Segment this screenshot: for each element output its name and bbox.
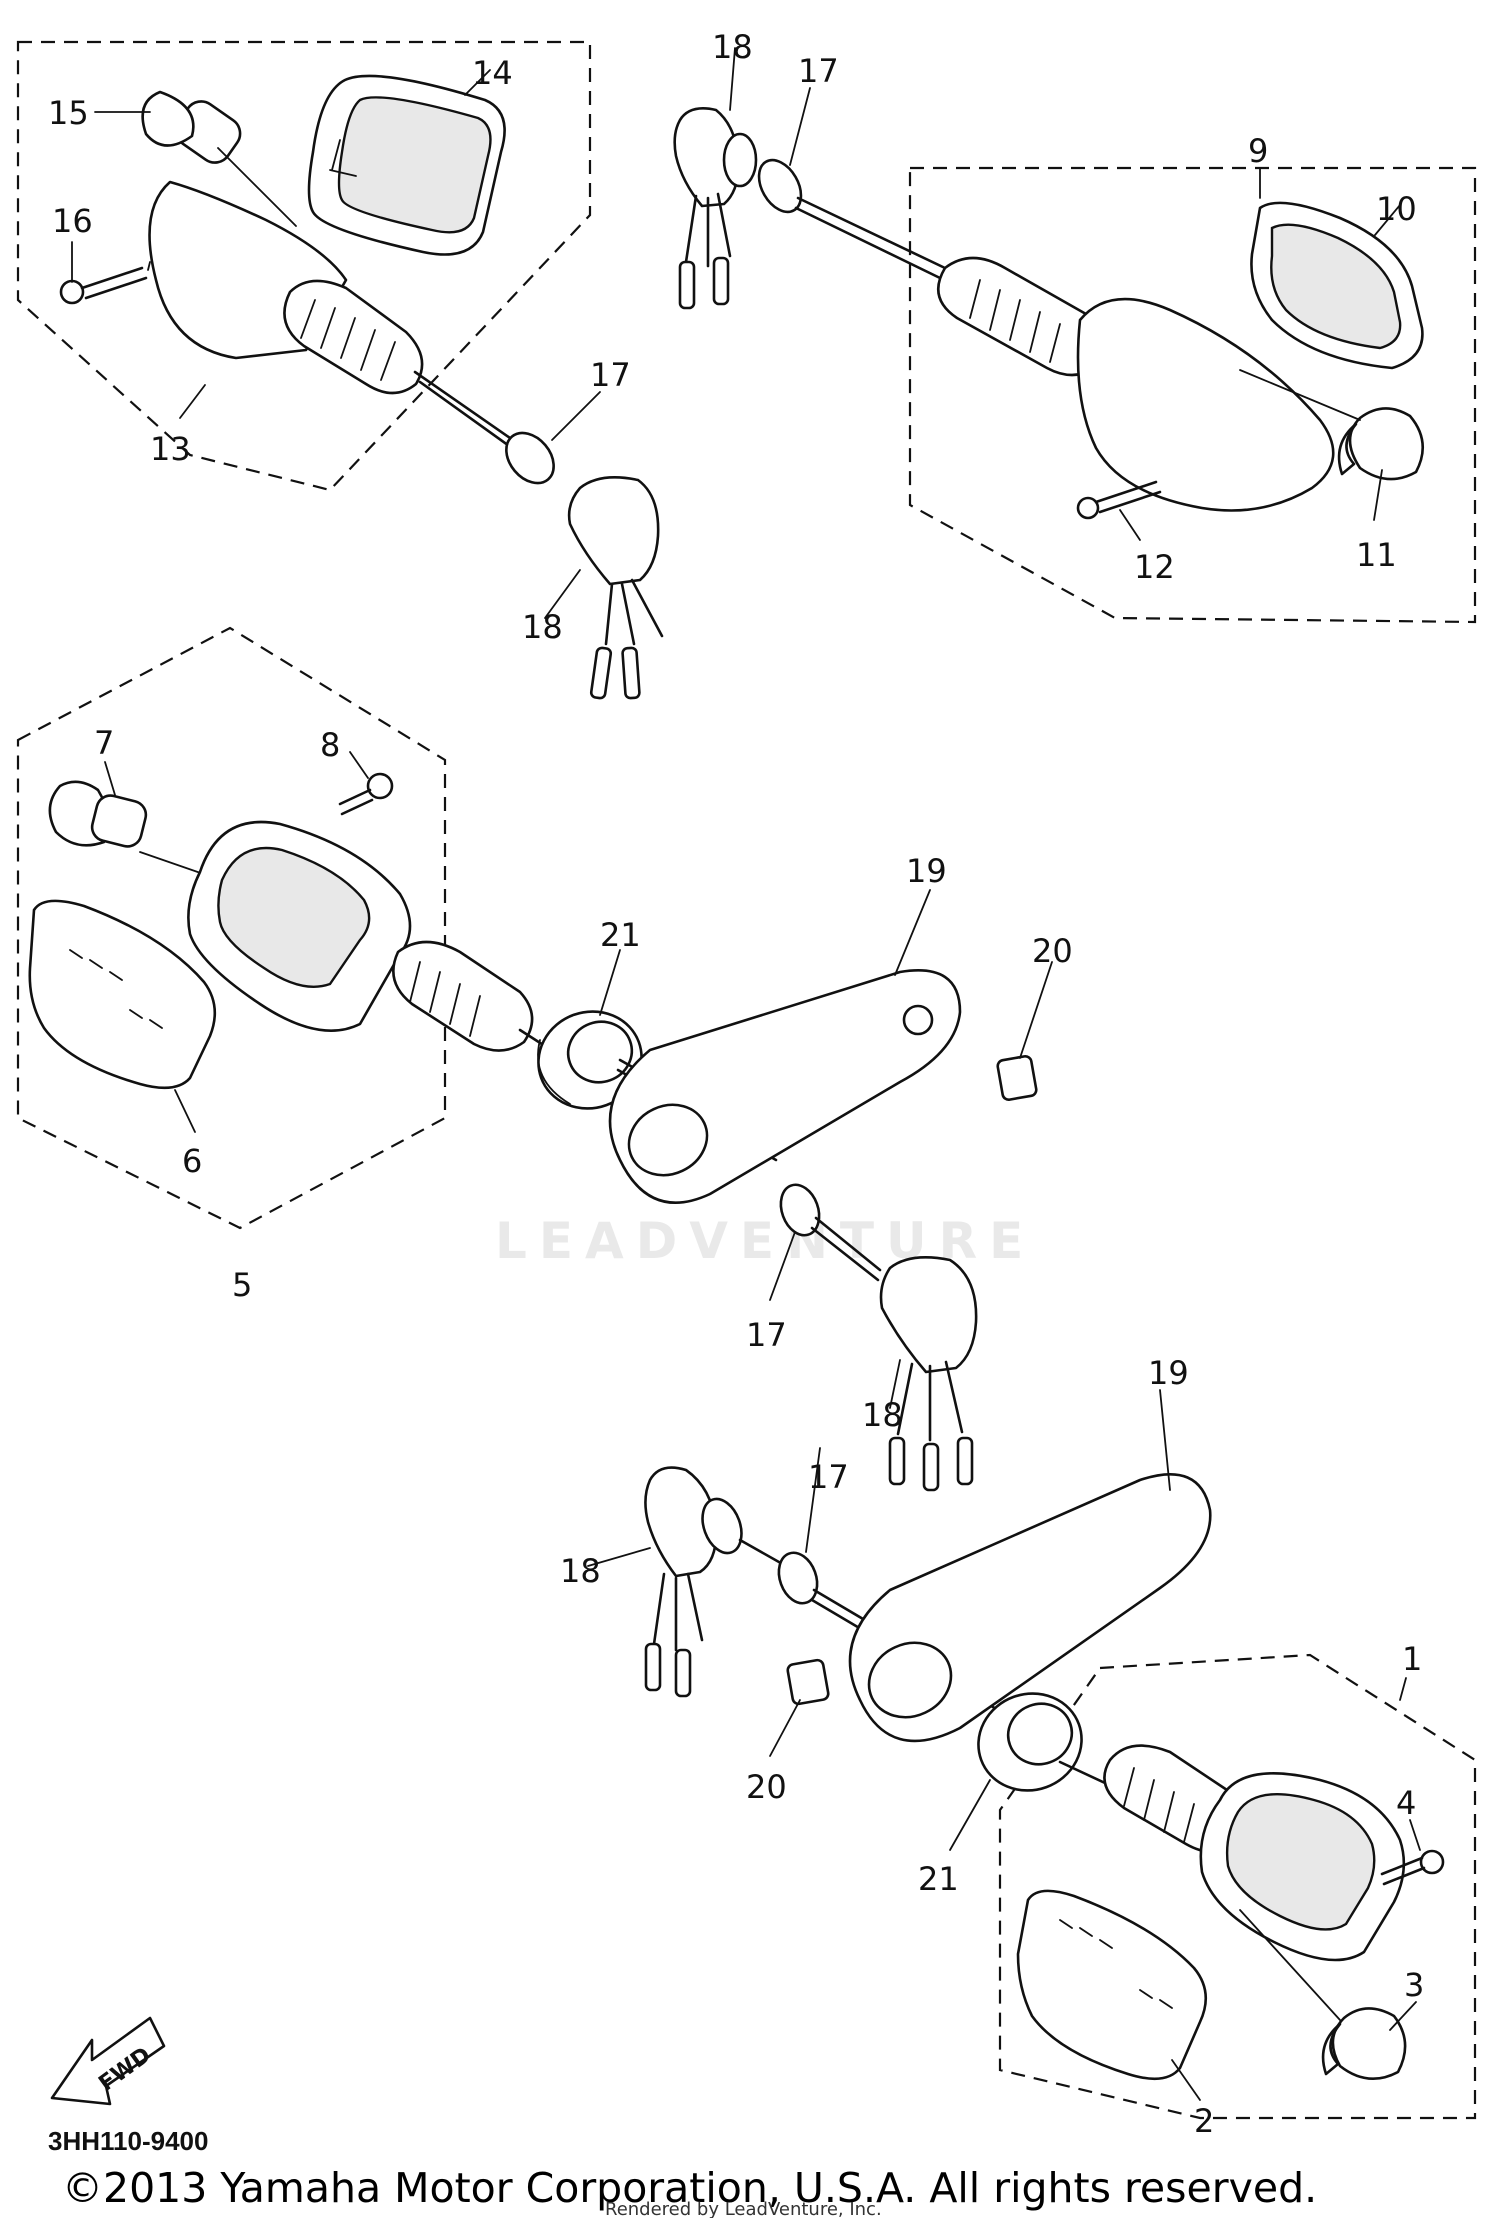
connector-18a-icon (567, 476, 664, 700)
turn-signal-assembly-1 (1016, 1744, 1445, 2081)
lens-14-icon (307, 74, 506, 256)
callout-20b: 20 (746, 1768, 787, 1806)
turn-signal-assembly-5 (28, 772, 550, 1090)
callout-2: 2 (1194, 2102, 1214, 2140)
callout-18b: 18 (712, 28, 753, 66)
copyright-text: ©2013 Yamaha Motor Corporation, U.S.A. A… (62, 2164, 1317, 2212)
callout-21a: 21 (600, 916, 641, 954)
bulb-11-icon (1239, 369, 1425, 481)
assembly-outline-13 (16, 40, 592, 492)
callout-1: 1 (1402, 1640, 1422, 1678)
callout-13: 13 (150, 430, 191, 468)
damper-21b-icon (977, 1692, 1083, 1792)
clip-20b-icon (786, 1658, 830, 1706)
bracket-19b-icon (848, 1472, 1212, 1743)
callout-20a: 20 (1032, 932, 1073, 970)
screw-4-icon (1380, 1849, 1445, 1886)
grommet-17a-icon (505, 431, 555, 485)
connector-18b-icon (673, 107, 758, 310)
bracket-group-lower (644, 1466, 1212, 1792)
callout-labels: 15 14 16 13 17 18 18 17 9 10 11 12 7 8 6… (48, 28, 1424, 2140)
callout-5: 5 (232, 1266, 252, 1304)
callout-7: 7 (94, 724, 114, 762)
callout-21b: 21 (918, 1860, 959, 1898)
turn-signal-assembly-9 (673, 107, 1425, 520)
callout-19b: 19 (1148, 1354, 1189, 1392)
stem-5 (392, 940, 534, 1052)
bulb-7-icon (48, 780, 291, 905)
callout-17b: 17 (798, 52, 839, 90)
callout-18d: 18 (560, 1552, 601, 1590)
turn-signal-assembly-13 (59, 74, 664, 700)
connector-18d-icon (644, 1466, 743, 1698)
screw-16-icon (59, 261, 151, 305)
watermark-text: LEADVENTURE (495, 1212, 1035, 1270)
callout-3: 3 (1404, 1966, 1424, 2004)
callout-19a: 19 (906, 852, 947, 890)
callout-14: 14 (472, 54, 513, 92)
render-note: Rendered by LeadVenture, Inc. (605, 2199, 882, 2218)
callout-12: 12 (1134, 548, 1175, 586)
housing-9 (1076, 297, 1335, 512)
screw-12-icon (1076, 480, 1162, 520)
clip-20a-icon (996, 1055, 1038, 1101)
callout-4: 4 (1396, 1784, 1416, 1822)
callout-15: 15 (48, 94, 89, 132)
callout-18a: 18 (522, 608, 563, 646)
fwd-arrow-icon: FWD (50, 2016, 166, 2106)
bracket-19a-icon (608, 969, 962, 1204)
connector-18c-icon (879, 1256, 978, 1492)
stem-13 (283, 279, 424, 395)
callout-11: 11 (1356, 536, 1397, 574)
leader-lines (71, 47, 1421, 2101)
assembly-outline-5 (16, 626, 447, 1230)
callout-17d: 17 (808, 1458, 849, 1496)
bulb-3-icon (1239, 1909, 1407, 2081)
lens-2-icon (1016, 1889, 1208, 2081)
bulb-15-icon (141, 90, 297, 227)
grommet-17d-icon (777, 1551, 819, 1605)
callout-18c: 18 (862, 1396, 903, 1434)
grommet-17c-icon (779, 1183, 821, 1237)
callout-17a: 17 (590, 356, 631, 394)
assembly-outline-9 (908, 166, 1477, 624)
lens-10-icon (1250, 201, 1424, 370)
screw-8-icon (338, 772, 394, 816)
callout-9: 9 (1248, 132, 1268, 170)
callout-17c: 17 (746, 1316, 787, 1354)
grommet-17b-icon (757, 158, 803, 214)
callout-10: 10 (1376, 190, 1417, 228)
damper-21a-icon (537, 1010, 643, 1110)
bracket-group-upper (537, 969, 1038, 1492)
callout-16: 16 (52, 202, 93, 240)
callout-8: 8 (320, 726, 340, 764)
drawing-number: 3HH110-9400 (48, 2126, 208, 2156)
lens-6-icon (28, 899, 217, 1090)
callout-6: 6 (182, 1142, 202, 1180)
assembly-outline-1 (998, 1653, 1477, 2120)
